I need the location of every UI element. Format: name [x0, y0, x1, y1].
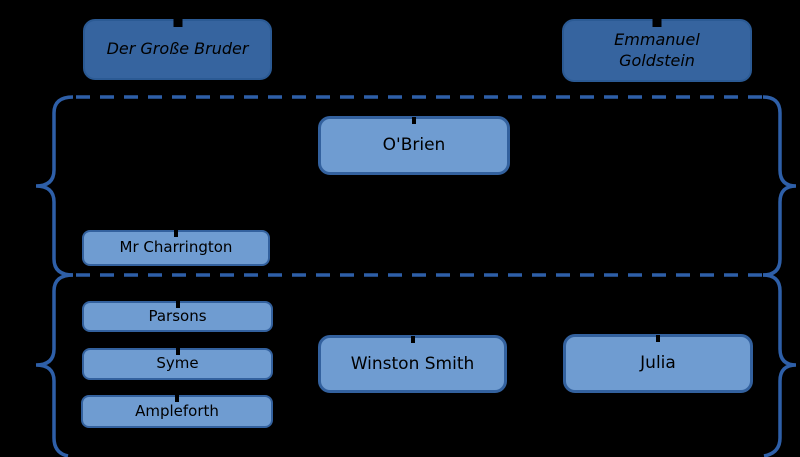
node-label: Julia — [640, 353, 676, 374]
node-parsons: Parsons — [82, 301, 273, 332]
right-brace-lower — [762, 273, 797, 457]
node-label: Syme — [156, 354, 199, 373]
right-brace-upper — [762, 95, 797, 277]
node-label: Winston Smith — [350, 353, 475, 374]
node-charrington: Mr Charrington — [82, 230, 270, 266]
connector-stub — [412, 117, 416, 124]
node-obrien: O'Brien — [318, 116, 510, 175]
connector-stub — [175, 301, 180, 308]
left-brace-upper — [35, 95, 74, 277]
connector-stub — [175, 348, 180, 355]
node-label: Mr Charrington — [119, 238, 233, 257]
node-label: O'Brien — [382, 135, 446, 156]
connector-stub — [410, 336, 415, 343]
node-winston-smith: Winston Smith — [318, 335, 507, 393]
node-goldstein: Emmanuel Goldstein — [562, 19, 752, 82]
node-label: Emmanuel Goldstein — [614, 29, 700, 70]
node-label: Der Große Bruder — [106, 39, 249, 59]
left-brace-lower — [35, 273, 74, 457]
node-syme: Syme — [82, 348, 273, 380]
connector-stub — [656, 335, 660, 342]
connector-stub — [652, 19, 662, 27]
node-big-brother: Der Große Bruder — [83, 19, 272, 80]
connector-stub — [173, 19, 182, 27]
node-label: Ampleforth — [135, 401, 219, 420]
node-ampleforth: Ampleforth — [81, 395, 273, 428]
connector-stub — [175, 395, 179, 402]
node-label: Parsons — [148, 306, 207, 325]
node-julia: Julia — [563, 334, 753, 393]
connector-stub — [174, 230, 178, 237]
